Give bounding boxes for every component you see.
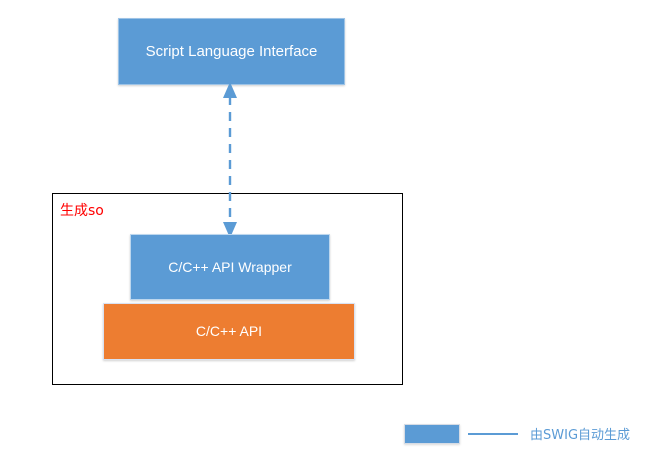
block-c-cpp-api-wrapper-label: C/C++ API Wrapper — [168, 258, 292, 275]
block-c-cpp-api-label: C/C++ API — [195, 323, 263, 340]
container-generated-so-label: 生成so — [60, 203, 104, 219]
block-c-cpp-api-wrapper[interactable]: C/C++ API Wrapper — [130, 234, 330, 300]
block-c-cpp-api[interactable]: C/C++ API — [103, 303, 355, 360]
legend: 由SWIG自动生成 — [402, 420, 642, 450]
legend-color-swatch — [404, 424, 460, 444]
legend-line-sample — [468, 433, 518, 435]
container-generated-so — [52, 193, 403, 385]
legend-label: 由SWIG自动生成 — [530, 428, 631, 443]
block-script-language-interface[interactable]: Script Language Interface — [118, 18, 345, 85]
block-script-language-interface-label: Script Language Interface — [145, 42, 318, 60]
